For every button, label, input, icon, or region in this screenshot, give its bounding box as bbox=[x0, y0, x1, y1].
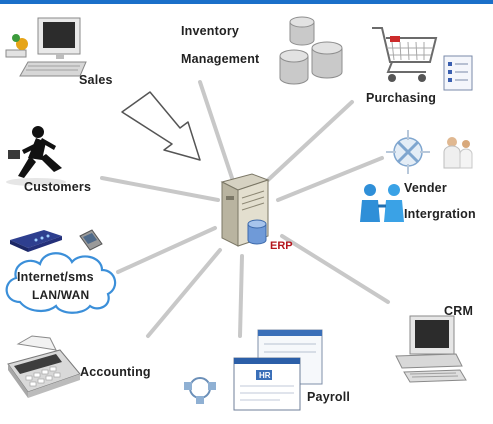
server-tower-icon bbox=[220, 173, 270, 247]
vender-label-line1: Vender bbox=[404, 181, 447, 195]
sales-label: Sales bbox=[79, 73, 113, 87]
connector-internet bbox=[116, 226, 217, 274]
vender-label-line2: Intergration bbox=[404, 207, 476, 221]
database-cylinders-icon bbox=[279, 16, 343, 85]
internet-label-line1: Internet/sms bbox=[17, 270, 94, 284]
erp-label: ERP bbox=[270, 240, 293, 252]
inventory-label-line1: Inventory bbox=[181, 24, 240, 38]
payroll-label: Payroll bbox=[307, 390, 351, 404]
connector-crm bbox=[280, 234, 390, 304]
calculator-icon bbox=[7, 335, 81, 398]
arrow-icon bbox=[121, 91, 201, 161]
connector-purchasing bbox=[266, 100, 354, 182]
mobile-phone-icon bbox=[79, 229, 103, 251]
accounting-label: Accounting bbox=[80, 365, 151, 379]
network-icon bbox=[386, 130, 430, 174]
checklist-icon bbox=[443, 55, 473, 91]
inventory-label-line2: Management bbox=[181, 52, 260, 66]
connector-inventory bbox=[198, 80, 234, 180]
workflow-icon bbox=[184, 377, 216, 404]
sales-desktop-icon bbox=[5, 17, 87, 77]
people-icon bbox=[443, 137, 473, 169]
connector-customers bbox=[100, 176, 220, 202]
router-icon bbox=[10, 230, 62, 252]
connector-accounting bbox=[146, 248, 222, 338]
document-windows-icon bbox=[233, 329, 323, 411]
hr-badge: HR bbox=[259, 371, 271, 380]
connector-payroll bbox=[238, 254, 244, 338]
crm-label: CRM bbox=[444, 304, 474, 318]
top-accent-bar bbox=[0, 0, 493, 4]
purchasing-label: Purchasing bbox=[366, 91, 437, 105]
crm-desktop-icon bbox=[395, 315, 467, 383]
running-man-icon bbox=[6, 126, 66, 186]
shopping-cart-icon bbox=[372, 27, 438, 82]
connector-vender bbox=[276, 156, 384, 202]
handshake-icon bbox=[360, 184, 404, 222]
cloud-icon bbox=[5, 252, 117, 314]
customers-label: Customers bbox=[24, 180, 92, 194]
internet-label-line2: LAN/WAN bbox=[32, 288, 90, 302]
